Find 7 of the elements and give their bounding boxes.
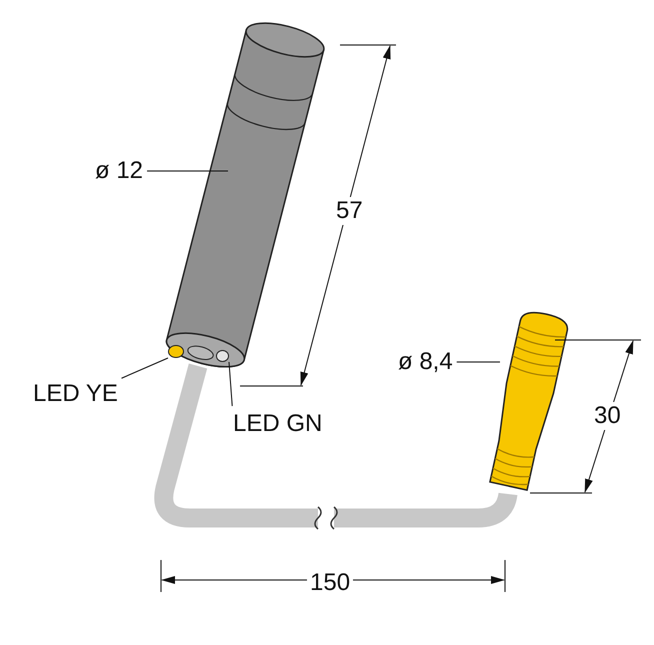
led-label: LED GN — [233, 410, 322, 438]
led-label: LED YE — [33, 380, 118, 408]
leader-line — [121, 358, 168, 379]
leader-line — [228, 362, 233, 407]
diameter-label: ø 12 — [95, 157, 144, 185]
leader-line — [146, 170, 228, 172]
diameter-label: ø 8,4 — [398, 348, 453, 376]
